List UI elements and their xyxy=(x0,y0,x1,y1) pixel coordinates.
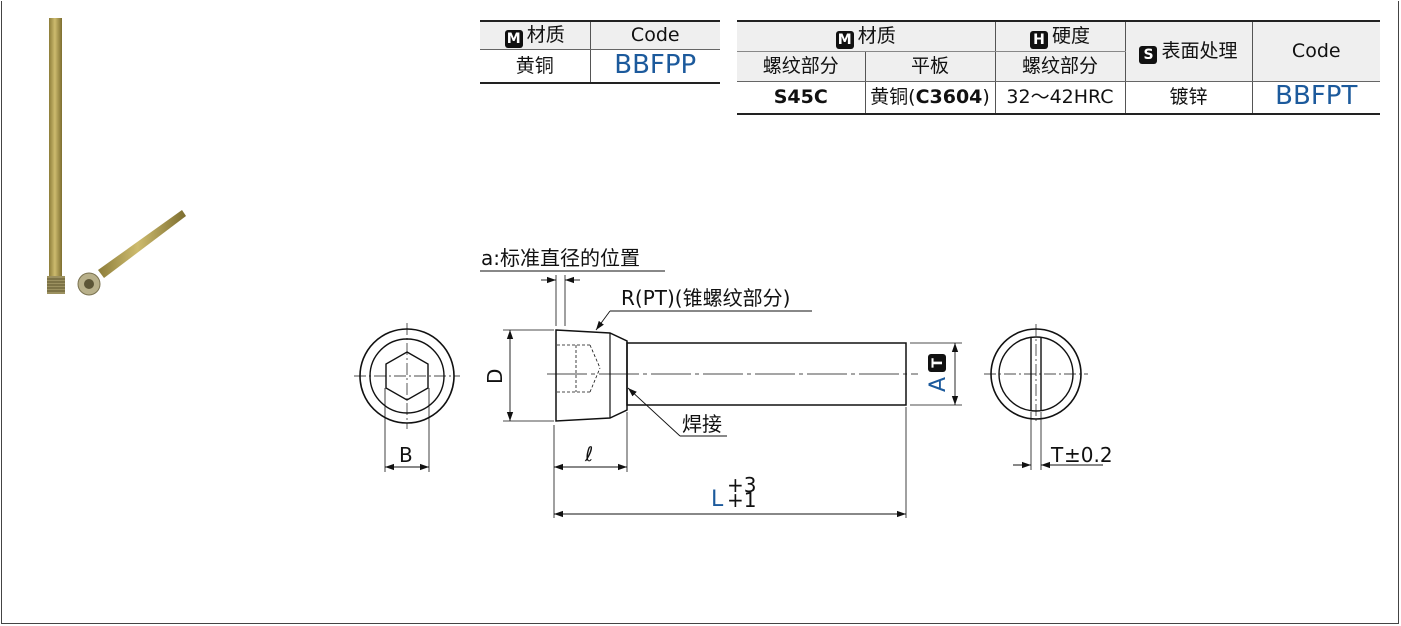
t2-header-code: Code xyxy=(1251,21,1380,82)
t1-header-code: Code xyxy=(589,21,720,50)
t2-sub-hardness-thread: 螺纹部分 xyxy=(994,51,1125,82)
pin-shaft-photo xyxy=(49,18,62,276)
t2-sub-plate: 平板 xyxy=(864,51,995,82)
end-view-hex xyxy=(354,323,460,472)
label-weld: 焊接 xyxy=(682,412,722,436)
t2-surface: 镀锌 xyxy=(1124,81,1252,114)
thread-mark-icon xyxy=(928,354,946,372)
side-view-pin xyxy=(480,270,962,518)
material-mark-icon: M xyxy=(835,31,854,49)
t2-sub-thread: 螺纹部分 xyxy=(737,51,865,82)
label-t-tol: ±0.2 xyxy=(1064,443,1113,467)
t2-code-value: BBFPT xyxy=(1251,81,1380,114)
label-l-tol-upper: +3 xyxy=(727,473,756,497)
product-photo xyxy=(47,18,186,296)
label-l-small: ℓ xyxy=(584,442,593,466)
label-t: T xyxy=(1050,443,1064,467)
label-l: L xyxy=(711,487,724,512)
t2-thread-material: S45C xyxy=(773,86,828,108)
label-l-tol-lower: +1 xyxy=(727,488,756,512)
t2-plate-material: 黄铜(C3604) xyxy=(864,81,995,114)
end-view-slot xyxy=(984,324,1103,470)
label-r-taper-thread: R(PT)(锥螺纹部分) xyxy=(621,286,790,310)
label-a: A xyxy=(926,377,951,392)
label-a-standard-diameter: a:标准直径的位置 xyxy=(481,246,640,270)
t2-hardness: 32～42HRC xyxy=(994,81,1125,114)
label-b: B xyxy=(399,443,413,467)
surface-mark-icon: S xyxy=(1139,46,1158,64)
label-d: D xyxy=(483,369,507,384)
t1-material-value: 黄铜 xyxy=(515,55,554,77)
pin-tilted-photo xyxy=(98,210,186,278)
t1-code-value: BBFPP xyxy=(589,49,720,83)
hardness-mark-icon: H xyxy=(1029,31,1048,49)
label-a-dimension: A T xyxy=(926,354,951,392)
material-mark-icon: M xyxy=(504,30,523,48)
label-t-mark: T xyxy=(930,358,946,368)
